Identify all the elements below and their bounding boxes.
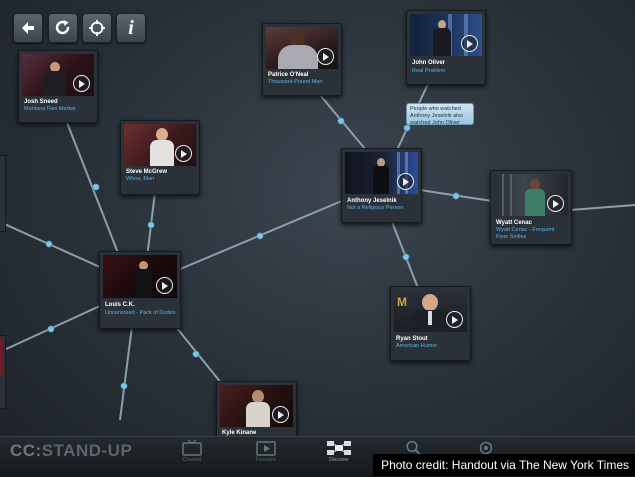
back-button[interactable] [13,13,43,43]
play-icon[interactable] [446,311,463,328]
special-title-link[interactable]: Not a Religious Person [347,205,404,211]
refresh-icon [55,20,70,35]
edge-node-dot [147,221,155,229]
comedian-name: Steve McGrew [126,169,168,175]
play-icon[interactable] [272,406,289,423]
recommendation-tooltip: People who watched Anthony Jeselnik also… [406,103,474,126]
special-title-link[interactable]: Real Problem [412,68,446,74]
edge-node-dot [120,382,128,390]
special-title-link[interactable]: Thousand-Pound Man [268,79,323,85]
video-thumbnail[interactable] [345,152,418,194]
comedian-card-patrice-oneal[interactable]: Patrice O'Neal Thousand-Pound Man [262,23,342,96]
video-thumbnail[interactable] [494,174,568,216]
edge-wyatt-right [569,204,635,211]
comedian-card-steve-mcgrew[interactable]: Steve McGrew Whoa, Man [120,120,200,195]
tab-discover[interactable]: Discover [319,440,359,470]
info-icon: i [128,16,134,39]
play-icon[interactable] [317,48,334,65]
comedian-name: John Oliver [412,60,446,66]
play-icon[interactable] [397,173,414,190]
special-title-link[interactable]: Whoa, Man [126,176,155,182]
play-icon[interactable] [73,75,90,92]
comedian-card-josh-sneed[interactable]: Josh Sneed Montana Flex Market [18,50,98,123]
edge-node-dot [47,325,55,333]
special-title-link[interactable]: Uncensored - Pack of Dudes [105,310,176,316]
tab-favorites[interactable]: Favorites [246,440,286,470]
edge-node-dot [452,192,460,200]
center-graph-button[interactable] [82,13,112,43]
offscreen-card-left[interactable] [0,155,6,232]
video-thumbnail[interactable] [410,14,482,56]
search-icon [406,440,421,456]
video-thumbnail[interactable] [22,54,94,96]
special-title-link[interactable]: Montana Flex Market [24,106,76,112]
edge-node-dot [337,117,345,125]
comedian-name: Ryan Stout [396,336,428,342]
tab-settings[interactable] [466,440,506,470]
tab-channel[interactable]: Channel [172,440,212,470]
network-icon [327,441,351,455]
comedian-name: Anthony Jeselnik [347,198,397,204]
comedian-card-kyle-kinane[interactable]: Kyle Kinane [216,381,297,439]
tab-search[interactable] [394,440,434,470]
special-title-link[interactable]: American Humor [396,343,438,349]
play-icon[interactable] [175,145,192,162]
comedian-card-john-oliver[interactable]: John Oliver Real Problem [406,10,486,85]
play-icon[interactable] [156,277,173,294]
video-thumbnail[interactable] [124,124,196,166]
comedian-card-louis-ck[interactable]: Louis C.K. Uncensored - Pack of Dudes [99,251,181,329]
settings-icon [479,441,493,455]
edge-node-dot [45,240,53,248]
video-thumbnail[interactable] [103,255,177,298]
edge-node-dot [256,232,264,240]
edge-node-dot [192,350,200,358]
info-button[interactable]: i [116,13,146,43]
comedian-card-anthony-jeselnik[interactable]: Anthony Jeselnik Not a Religious Person [341,148,422,223]
video-thumbnail[interactable] [220,385,293,427]
offscreen-card-left-2[interactable] [0,335,6,409]
app-logo: CC:STAND-UP [10,441,133,460]
edge-josh-louis [65,119,121,259]
video-thumbnail[interactable] [266,27,338,69]
comedian-card-wyatt-cenac[interactable]: Wyatt Cenac Wyatt Cenac - Frequent Flyer… [490,170,572,245]
special-title-link[interactable]: Wyatt Cenac - Frequent Flyer Smiles [496,227,555,240]
video-thumbnail[interactable]: M [394,290,467,332]
play-box-icon [256,441,276,456]
back-arrow-icon [22,22,34,34]
photo-credit: Photo credit: Handout via The New York T… [373,454,635,476]
refresh-button[interactable] [48,13,78,43]
comedian-name: Wyatt Cenac [496,220,532,226]
edge-node-dot [92,183,100,191]
play-icon[interactable] [461,35,478,52]
tv-icon [182,440,202,456]
comedian-card-ryan-stout[interactable]: M Ryan Stout American Humor [390,286,471,361]
edge-node-dot [402,253,410,261]
comedian-name: Kyle Kinane [222,430,257,436]
comedian-name: Patrice O'Neal [268,72,309,78]
play-icon[interactable] [547,195,564,212]
comedian-name: Josh Sneed [24,99,58,105]
edge-louis-down [119,325,133,421]
comedian-name: Louis C.K. [105,302,135,308]
target-icon [89,20,105,36]
